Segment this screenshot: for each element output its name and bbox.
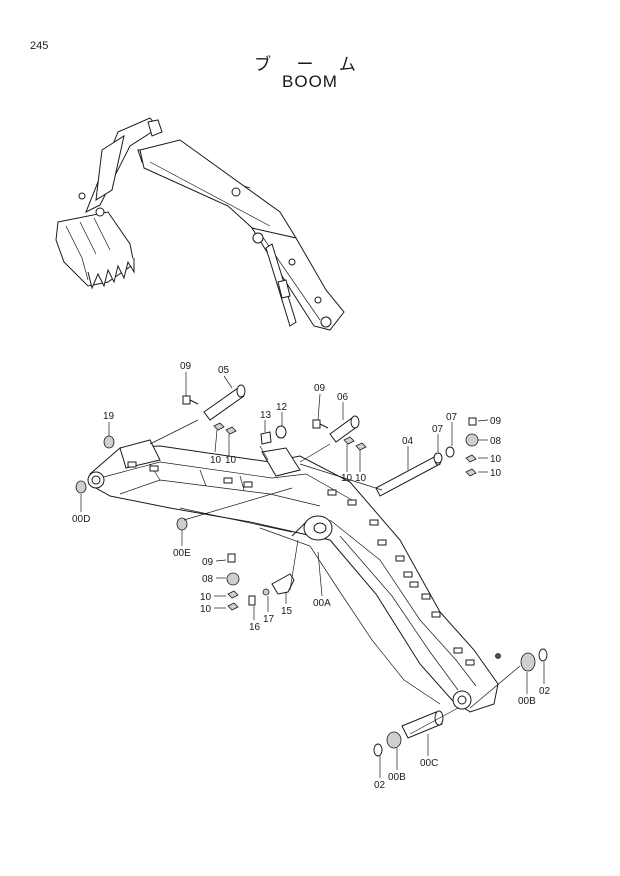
callout-05: 05 <box>218 365 230 376</box>
callout-08a: 08 <box>490 436 502 447</box>
washer-10-a <box>213 422 225 431</box>
page-number: 245 <box>30 40 49 52</box>
callout-09c: 09 <box>490 416 502 427</box>
callout-00c: 00C <box>420 758 438 769</box>
callout-00b-right: 00B <box>518 696 536 707</box>
callout-10d: 10 <box>355 473 367 484</box>
pin-00c <box>401 710 444 739</box>
block-08-a <box>465 433 479 447</box>
bracket-15 <box>271 573 295 595</box>
callout-07b: 07 <box>446 412 458 423</box>
pin-04 <box>375 454 442 497</box>
callout-19: 19 <box>103 411 115 422</box>
callout-09a: 09 <box>180 361 192 372</box>
callout-02-bottom: 02 <box>374 780 386 791</box>
callout-10f: 10 <box>490 468 502 479</box>
bolt-16 <box>248 595 256 606</box>
leader-lines <box>80 372 545 778</box>
washer-10-e <box>465 454 477 463</box>
plate-13 <box>260 431 272 445</box>
callout-06: 06 <box>337 392 349 403</box>
bushing-00b-bottom <box>386 731 402 749</box>
callout-09b: 09 <box>314 383 326 394</box>
bolt-09-b <box>312 419 329 429</box>
washer-10-c <box>343 436 355 445</box>
callout-08b: 08 <box>202 574 214 585</box>
callout-12: 12 <box>276 402 288 413</box>
callout-10e: 10 <box>490 454 502 465</box>
callout-10a: 10 <box>210 455 222 466</box>
callout-00e: 00E <box>173 548 191 559</box>
bolt-09-a <box>182 395 199 405</box>
callout-10b: 10 <box>225 455 237 466</box>
spacer-07-a <box>445 446 455 458</box>
callout-00a: 00A <box>313 598 331 609</box>
callout-09d: 09 <box>202 557 214 568</box>
callout-13: 13 <box>260 410 272 421</box>
washer-10-f <box>465 468 477 477</box>
pin-06 <box>329 415 360 443</box>
washer-10-h <box>227 602 239 611</box>
block-08-b <box>226 572 240 586</box>
bolt-09-d <box>227 553 236 563</box>
title-english: BOOM <box>282 72 338 91</box>
callout-04: 04 <box>402 436 414 447</box>
callout-labels: 09 05 19 10 10 13 12 09 06 10 10 04 07 0… <box>72 361 551 791</box>
callout-07a: 07 <box>432 424 444 435</box>
callout-00b-bottom: 00B <box>388 772 406 783</box>
callout-16: 16 <box>249 622 261 633</box>
boom-structure <box>87 439 501 713</box>
bushing-00d <box>75 480 87 494</box>
washer-10-d <box>355 442 367 451</box>
callout-10g: 10 <box>200 592 212 603</box>
spacer-07-b <box>433 452 443 464</box>
callout-17: 17 <box>263 614 275 625</box>
callout-02-right: 02 <box>539 686 551 697</box>
callout-10h: 10 <box>200 604 212 615</box>
callout-10c: 10 <box>341 473 353 484</box>
washer-17 <box>262 588 270 596</box>
washer-12 <box>275 425 287 439</box>
washer-10-b <box>225 426 237 435</box>
pin-05 <box>203 384 246 421</box>
washer-10-g <box>227 590 239 599</box>
seal-02-bottom <box>373 743 383 757</box>
bushing-19 <box>103 435 115 449</box>
exploded-parts <box>75 384 548 757</box>
excavator-overview-illustration <box>55 117 345 331</box>
title-japanese: ブ ー ム <box>254 55 366 75</box>
bolt-09-c <box>468 417 477 426</box>
callout-15: 15 <box>281 606 293 617</box>
bushing-00b-right <box>520 652 536 672</box>
callout-00d: 00D <box>72 514 90 525</box>
seal-02-right <box>538 648 548 662</box>
